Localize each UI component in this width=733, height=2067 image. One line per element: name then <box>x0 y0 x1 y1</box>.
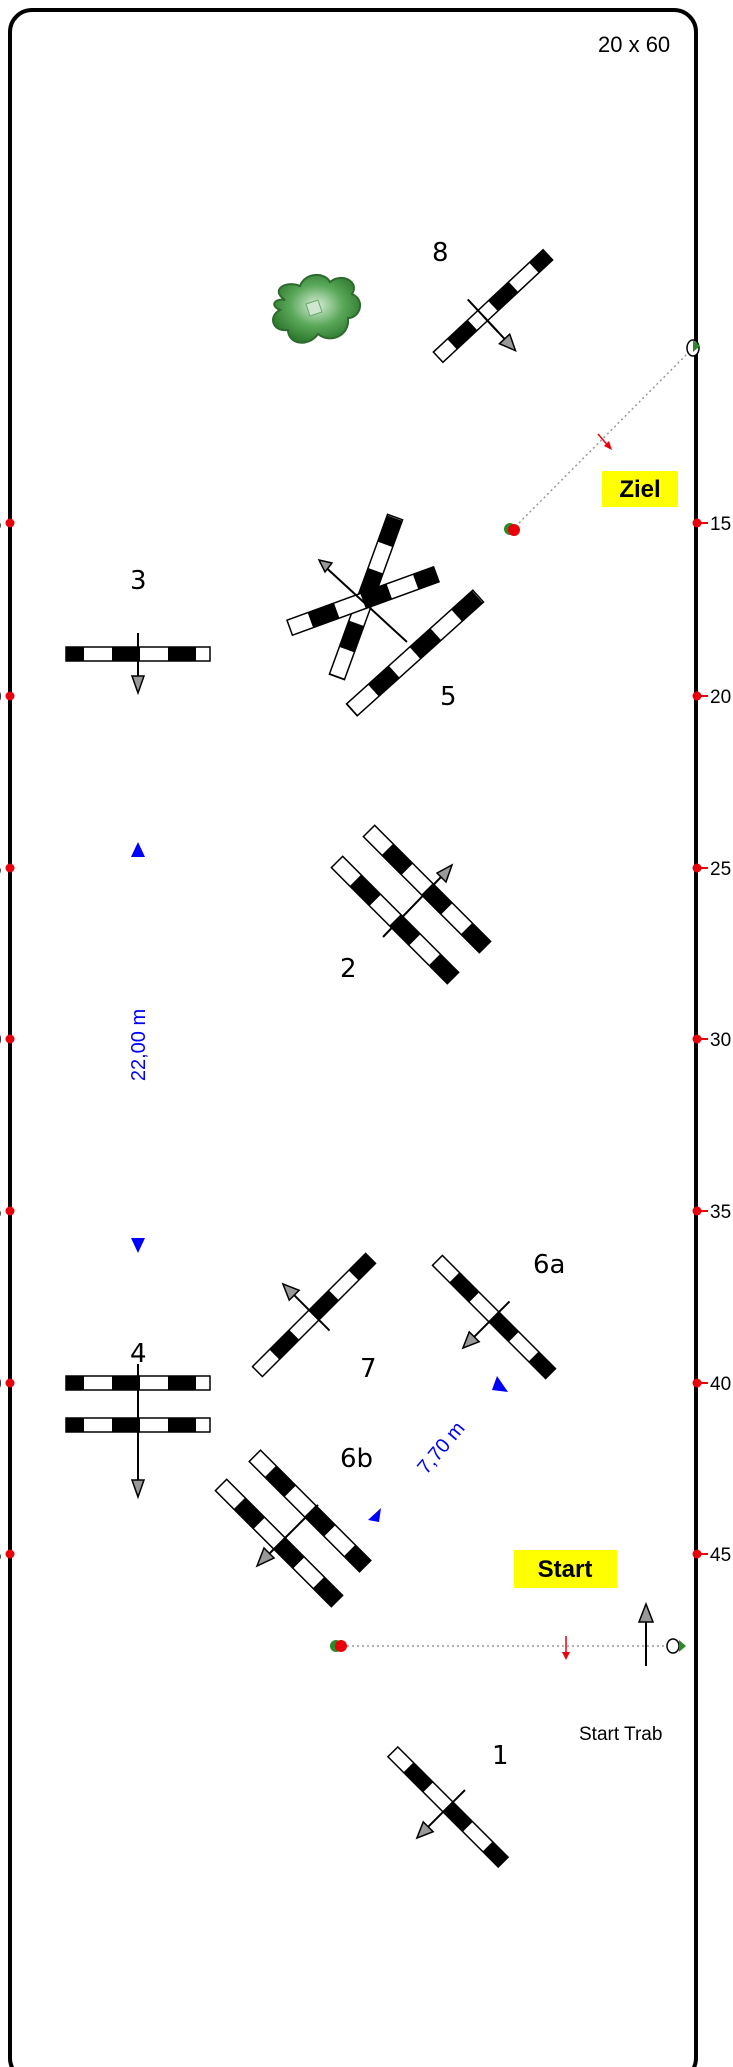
scale-label: 5 <box>0 514 2 535</box>
start-line <box>330 1601 686 1666</box>
bush-icon <box>272 274 362 344</box>
scale-label: 5 <box>0 1545 2 1566</box>
obstacle-6b-arrow <box>255 1504 319 1568</box>
scale-label: 45 <box>710 1545 731 1566</box>
start-down-arrow <box>562 1636 570 1660</box>
obstacle-label-2: 2 <box>340 954 357 984</box>
scale-mark-25: 25 <box>692 859 731 880</box>
obstacle-3 <box>65 633 211 696</box>
obstacle-label-5: 5 <box>440 682 457 712</box>
obstacle-6a <box>431 1254 557 1380</box>
left-scale: 5 0 5 0 5 0 5 <box>0 514 15 1566</box>
distance-22m: 22,00 m <box>128 842 150 1253</box>
obstacle-2-arrow <box>382 863 454 938</box>
scale-label: 30 <box>710 1030 731 1051</box>
obstacle-6b-a <box>248 1449 372 1573</box>
finish-right-marker <box>686 339 700 357</box>
arena-border <box>8 8 698 2067</box>
scale-mark-15: 15 <box>692 514 731 535</box>
start-label: Start <box>538 1556 593 1583</box>
scale-label: 0 <box>0 687 2 708</box>
scale-label: 20 <box>710 687 731 708</box>
obstacle-label-6b: 6b <box>340 1444 373 1474</box>
scale-mark-35: 35 <box>692 1202 731 1223</box>
obstacle-5-arrow <box>317 558 408 643</box>
scale-label: 0 <box>0 1374 2 1395</box>
right-scale: 15 20 25 30 35 40 45 <box>692 514 731 1566</box>
scale-label: 15 <box>710 514 731 535</box>
distance-7-70m: 7,70 m <box>368 1376 508 1522</box>
obstacle-5c <box>345 589 485 717</box>
scale-mark-30: 30 <box>692 1030 731 1051</box>
distance-label-7-70: 7,70 m <box>413 1418 469 1479</box>
obstacle-2b <box>330 855 460 985</box>
scale-label: 0 <box>0 1030 2 1051</box>
finish-left-marker <box>504 523 520 536</box>
scale-mark-40: 40 <box>692 1374 731 1395</box>
trot-start-arrow <box>637 1601 655 1666</box>
start-left-marker <box>330 1640 347 1652</box>
obstacle-label-7: 7 <box>360 1354 377 1384</box>
scale-label: 25 <box>710 859 731 880</box>
distance-label-22: 22,00 m <box>128 1009 150 1081</box>
obstacle-label-6a: 6a <box>533 1250 565 1280</box>
scale-mark-20: 20 <box>692 687 731 708</box>
obstacle-label-1: 1 <box>492 1741 509 1771</box>
start-right-marker <box>666 1638 686 1654</box>
obstacle-2a <box>362 824 492 954</box>
scale-mark-45: 45 <box>692 1545 731 1566</box>
obstacle-4 <box>65 1364 211 1500</box>
scale-label: 5 <box>0 1202 2 1223</box>
scale-label: 35 <box>710 1202 731 1223</box>
scale-label: 5 <box>0 859 2 880</box>
start-badge <box>514 1550 617 1588</box>
finish-arrow <box>597 433 612 450</box>
obstacle-label-4: 4 <box>130 1339 147 1369</box>
finish-line <box>504 339 700 536</box>
ziel-badge <box>602 471 678 507</box>
obstacle-label-3: 3 <box>130 566 147 596</box>
obstacle-label-8: 8 <box>432 238 449 268</box>
obstacle-1 <box>386 1745 510 1869</box>
obstacle-8 <box>432 248 554 364</box>
obstacle-7 <box>251 1252 377 1378</box>
start-trab-label: Start Trab <box>579 1724 662 1745</box>
arena-size-label: 20 x 60 <box>598 32 670 57</box>
scale-label: 40 <box>710 1374 731 1395</box>
ziel-label: Ziel <box>619 476 660 503</box>
